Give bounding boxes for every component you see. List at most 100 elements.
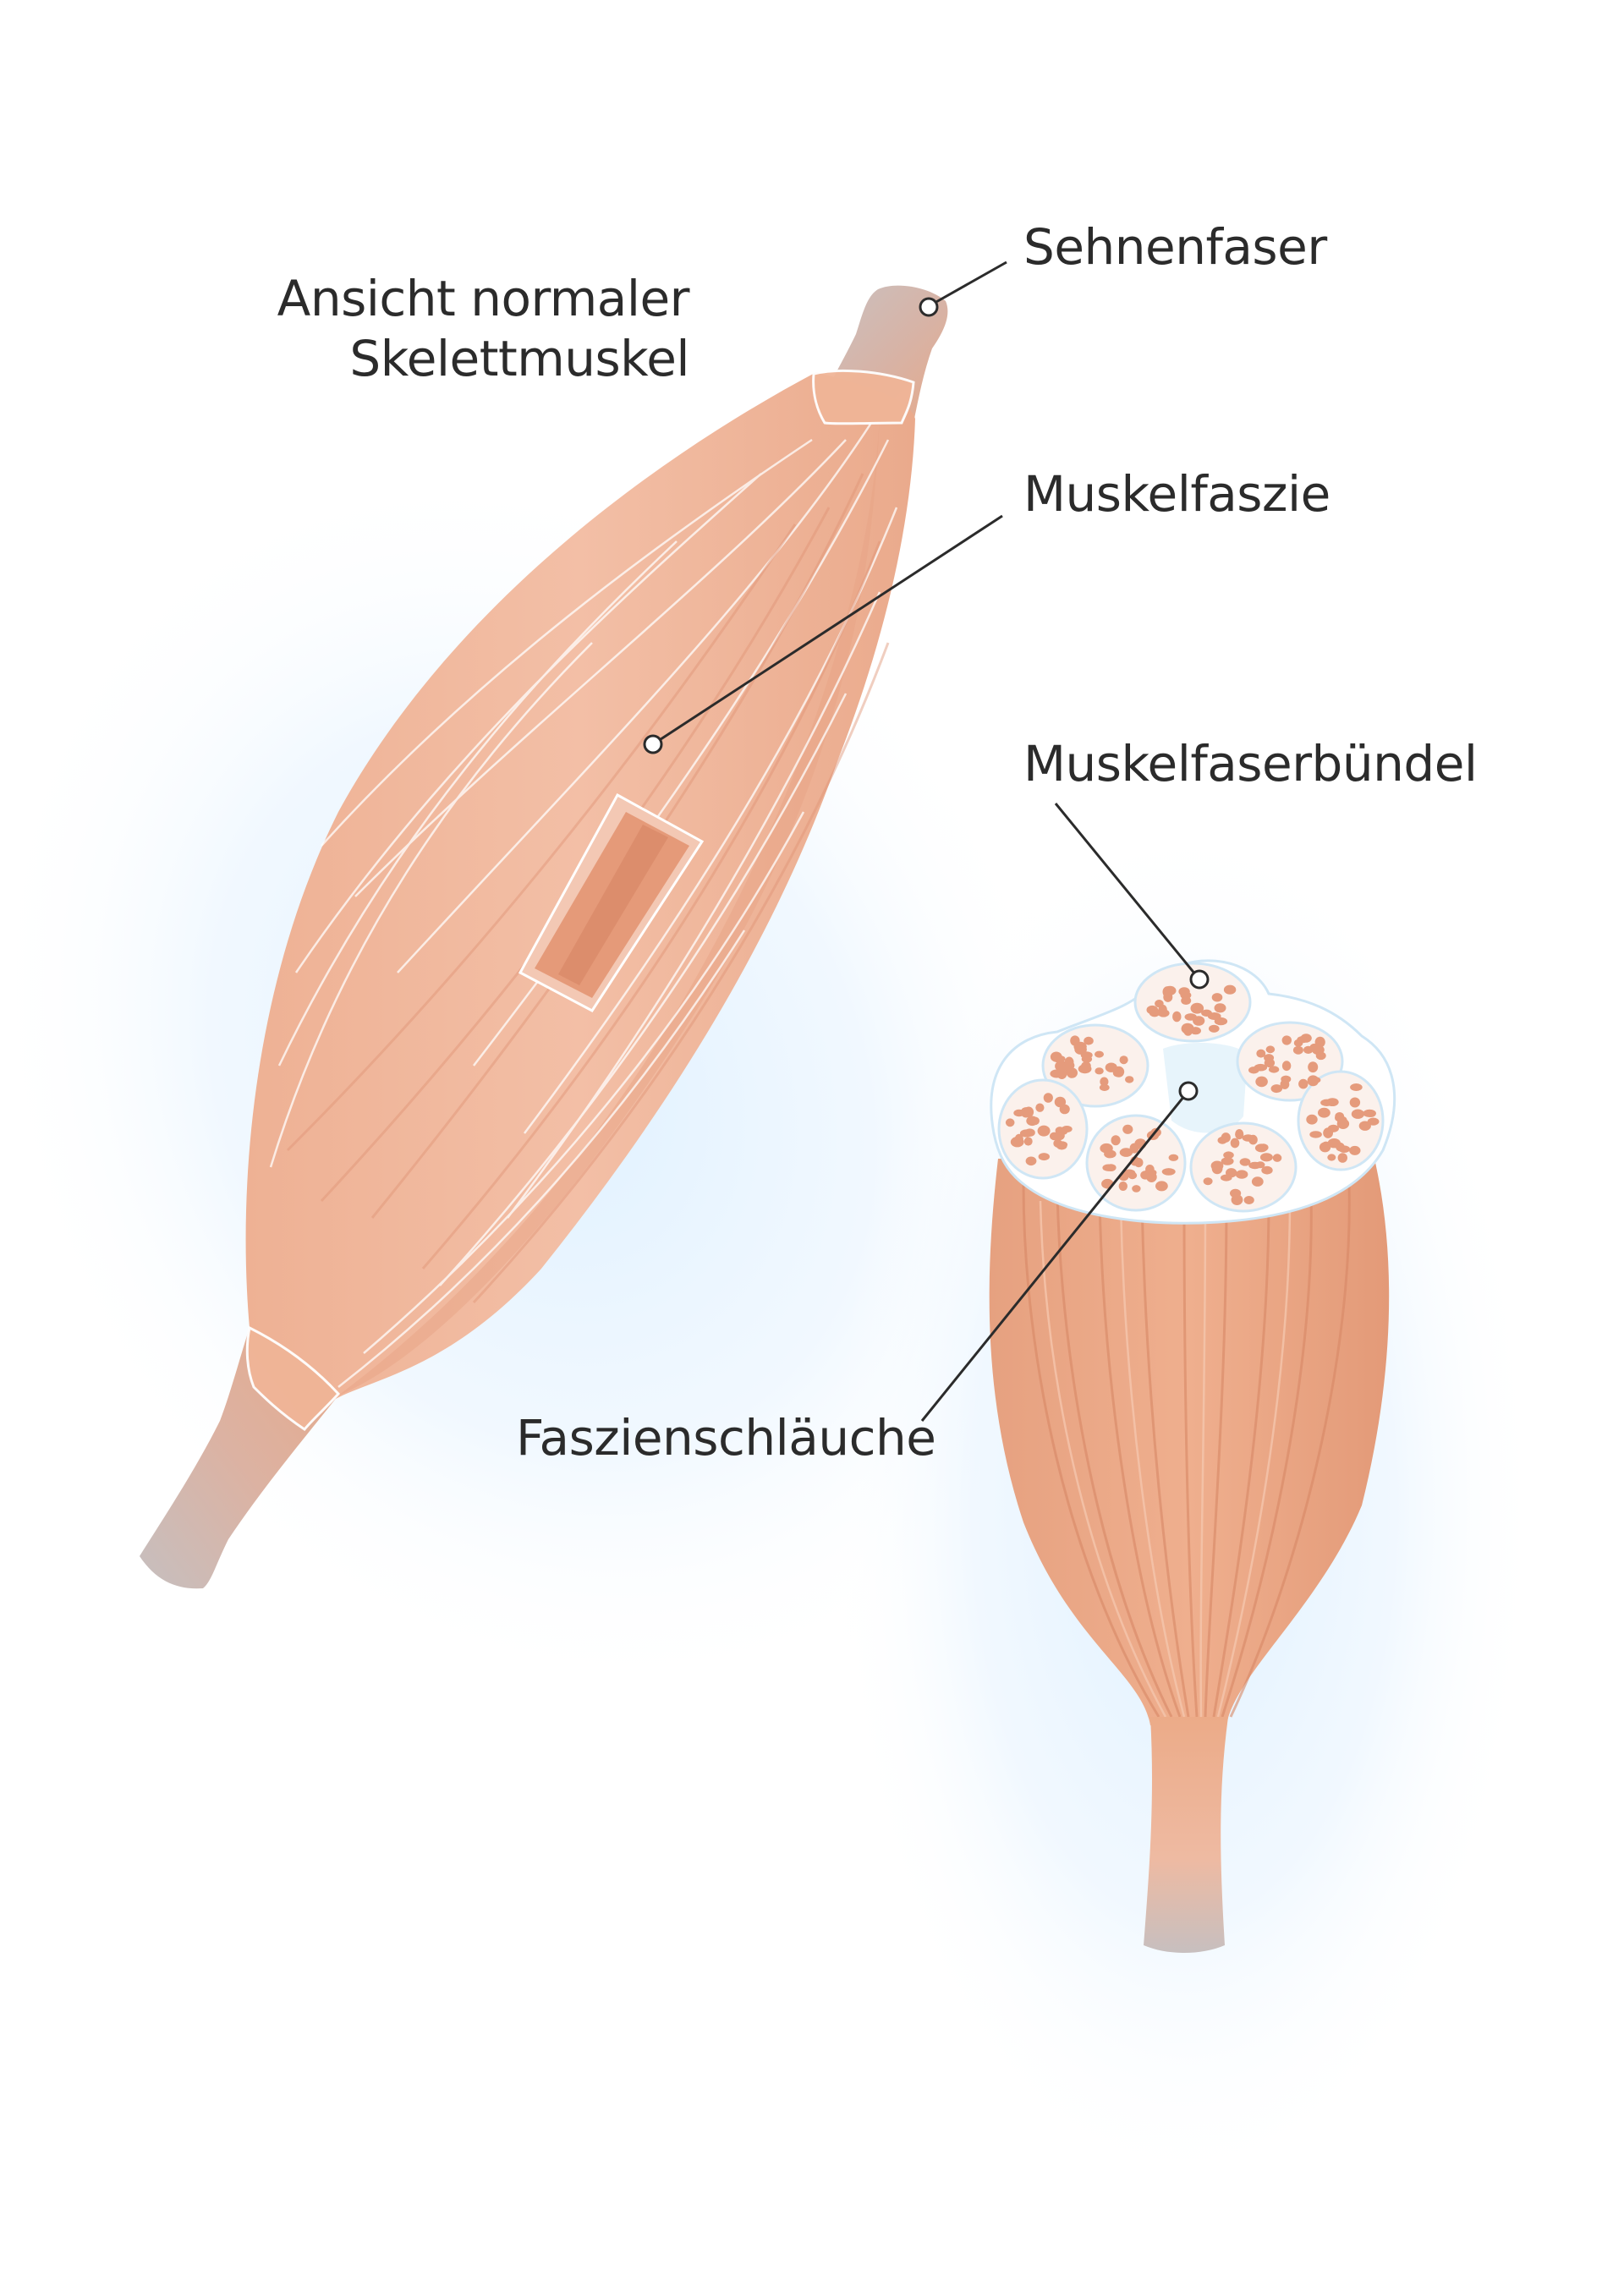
- muscle-fiber-dot: [1099, 1083, 1110, 1091]
- muscle-fiber-dot: [1026, 1116, 1039, 1127]
- muscle-fiber-dot: [1239, 1158, 1251, 1166]
- muscle-fiber-dot: [1020, 1107, 1032, 1118]
- muscle-fiber-dot: [1023, 1137, 1033, 1146]
- muscle-fiber-dot: [1349, 1145, 1361, 1155]
- muscle-fiber-dot: [1308, 1061, 1319, 1073]
- muscle-fiber-dot: [1336, 1142, 1345, 1152]
- muscle-fiber-dot: [1019, 1129, 1033, 1138]
- label-fiber-bundle: Muskelfaserbündel: [1023, 735, 1478, 792]
- muscle-fiber-dot: [1358, 1121, 1371, 1131]
- fiber-bundle: [1041, 1023, 1149, 1108]
- title-line-1: Ansicht normaler: [277, 270, 690, 327]
- muscle-fiber-dot: [1025, 1156, 1037, 1166]
- muscle-fiber-dot: [1209, 1024, 1220, 1033]
- muscle-fiber-dot: [1303, 1045, 1314, 1054]
- title-line-2: Skelettmuskel: [349, 329, 689, 387]
- muscle-fiber-dot: [1183, 1028, 1193, 1036]
- muscle-fiber-dot: [1125, 1076, 1134, 1083]
- muscle-fiber-dot: [1078, 1064, 1092, 1074]
- muscle-fiber-dot: [1254, 1143, 1268, 1153]
- muscle-fiber-dot: [1122, 1124, 1133, 1134]
- muscle-fiber-dots: [1005, 984, 1380, 1205]
- muscle-fiber-dot: [1193, 1016, 1205, 1026]
- muscle-fiber-dot: [1162, 986, 1172, 998]
- muscle-fiber-dot: [1350, 1083, 1363, 1091]
- muscle-fiber-dot: [1323, 1127, 1333, 1138]
- cross-section-tendon: [1144, 1717, 1228, 1953]
- muscle-fiber-dot: [1261, 1165, 1273, 1175]
- muscle-fiber-dot: [1243, 1196, 1254, 1204]
- leader-lines: [643, 260, 1210, 1422]
- muscle-fiber-dot: [1146, 1005, 1159, 1015]
- muscle-fiber-dot: [1297, 1036, 1309, 1044]
- fascia-fibers: [269, 422, 898, 1388]
- muscle-fiber-dot: [1272, 1154, 1282, 1162]
- leader-line-fiber-bundle: [1054, 803, 1201, 980]
- muscle-fiber-dot: [1201, 1009, 1212, 1017]
- muscle-fiber-dot: [1214, 1017, 1228, 1026]
- muscle-fiber-body: [989, 1159, 1390, 1725]
- muscle-fiber-dot: [1319, 1142, 1331, 1153]
- muscle-fiber-dot: [1084, 1036, 1094, 1045]
- muscle-fiber-dot: [1256, 1049, 1266, 1058]
- muscle-fiber-dot: [1146, 1171, 1157, 1182]
- muscle-fiber-dot: [1351, 1109, 1364, 1119]
- muscle-fiber-dot: [1190, 1002, 1204, 1014]
- fascia-tube-center: [1163, 1043, 1248, 1133]
- muscle-fiber-dot: [1223, 1151, 1234, 1160]
- muscle-fiber-dot: [1095, 1050, 1104, 1058]
- muscle-fiber-dot: [1203, 1177, 1213, 1186]
- muscle-fiber-dot: [1014, 1133, 1023, 1144]
- fascia-incision-window: [518, 792, 705, 1012]
- muscle-fiber-dot: [1102, 1164, 1115, 1171]
- muscle-fiber-dot: [1127, 1171, 1138, 1180]
- muscle-fiber-dot: [1230, 1188, 1242, 1198]
- muscle-fiber-dot: [1315, 1051, 1326, 1061]
- muscle-fiber-dot: [1095, 1067, 1104, 1075]
- muscle-fiber-dot: [1172, 1011, 1182, 1023]
- muscle-fiber-dot: [1306, 1114, 1318, 1125]
- muscle-fiber-dot: [1118, 1182, 1128, 1191]
- muscle-fiber-dot: [1281, 1061, 1292, 1072]
- muscle-fiber-dot: [1113, 1066, 1125, 1077]
- muscle-fiber-dot: [1270, 1084, 1283, 1094]
- muscle-fiber-dot: [1178, 987, 1190, 996]
- leader-line-fascia-tubes: [920, 1090, 1190, 1422]
- muscle-fiber-dot: [1292, 1045, 1303, 1055]
- muscle-fiber-dot: [1251, 1176, 1264, 1187]
- muscle-fiber-dot: [1226, 1168, 1237, 1178]
- diagram-title: Ansicht normaler Skelettmuskel: [254, 269, 690, 389]
- muscle-fiber-dot: [1062, 1060, 1075, 1071]
- label-tendon-fiber: Sehnenfaser: [1023, 218, 1327, 276]
- muscle-fiber-dot: [1309, 1131, 1322, 1138]
- muscle-fiber-dot: [1129, 1143, 1139, 1154]
- muscle-fiber-dot: [1050, 1069, 1063, 1078]
- leader-line-muscle-fascia: [652, 514, 1003, 746]
- muscle-fiber-dot: [1336, 1116, 1347, 1125]
- lower-tendon-insertion: [245, 1325, 341, 1431]
- muscle-fiber-dot: [1119, 1148, 1133, 1157]
- muscle-fiber-dot: [1367, 1117, 1380, 1126]
- muscle-fiber-dot: [1080, 1051, 1093, 1059]
- muscle-fiber-dot: [1155, 1181, 1168, 1192]
- muscle-fiber-dot: [1268, 1066, 1280, 1073]
- muscle-fiber-dot: [1132, 1185, 1141, 1193]
- muscle-fiber-dot: [1161, 1168, 1176, 1176]
- fiber-bundle: [1189, 1121, 1298, 1213]
- muscle-fiber-dot: [1325, 1098, 1339, 1106]
- muscle-fiber-dot: [1211, 993, 1223, 1002]
- muscle-fiber-dot: [1005, 1118, 1015, 1127]
- muscle-fiber-dot: [1211, 1163, 1223, 1175]
- muscle-fiber-dot: [1181, 996, 1192, 1005]
- muscle-fiber-lines: [1022, 1183, 1351, 1718]
- muscle-fiber-dot: [1055, 1141, 1068, 1149]
- muscle-fiber-dot: [1349, 1097, 1361, 1108]
- muscle-fiber-dot: [1264, 1054, 1275, 1062]
- muscle-fiber-dot: [1314, 1036, 1325, 1048]
- muscle-fiber-dot: [1035, 1103, 1045, 1112]
- pointer-muscle-fascia: [643, 734, 663, 754]
- muscle-fiber-dot: [1221, 1132, 1231, 1143]
- muscle-fiber-dot: [1298, 1078, 1309, 1089]
- label-muscle-fascia: Muskelfaszie: [1023, 465, 1330, 523]
